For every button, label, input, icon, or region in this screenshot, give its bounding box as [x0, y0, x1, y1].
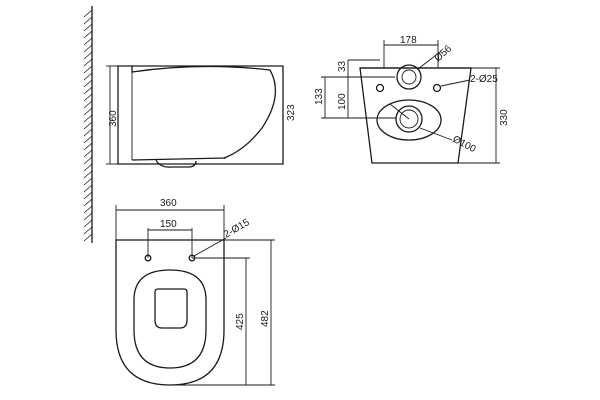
rear-view: 178 Ø56 2-Ø25 Ø100 33 133 100 330	[314, 35, 510, 164]
top-bolt-hole-left	[144, 254, 152, 262]
wall-hatch-line	[83, 44, 93, 53]
wall-hatch-line	[83, 65, 93, 74]
top-inner-depth-label: 425	[235, 313, 246, 330]
wall-hatch-line	[83, 9, 93, 18]
top-width-label: 360	[160, 198, 177, 209]
wall-hatch-line	[83, 170, 93, 179]
top-view-drain	[154, 288, 188, 329]
wall-hatch-line	[83, 212, 93, 221]
wall-hatch-line	[83, 23, 93, 32]
rear-width-label: 178	[400, 35, 417, 46]
wall-hatch-line	[83, 142, 93, 151]
wall-hatch-line	[83, 163, 93, 172]
rear-upper-offset-label: 33	[337, 60, 348, 72]
wall-hatch-line	[83, 30, 93, 39]
wall-hatch-line	[83, 135, 93, 144]
rear-top-hole	[396, 64, 422, 90]
wall	[83, 6, 93, 243]
wall-hatch-line	[83, 100, 93, 109]
wall-hatch-line	[83, 72, 93, 81]
wall-hatch-line	[83, 156, 93, 165]
wall-hatch-line	[83, 86, 93, 95]
side-view: 360 323	[106, 65, 297, 168]
wall-hatch-line	[83, 51, 93, 60]
top-view-outline	[115, 239, 225, 386]
top-view-bowl	[133, 269, 207, 369]
wall-hatch-line	[83, 177, 93, 186]
rear-outlet	[395, 105, 423, 133]
side-view-outlet	[155, 159, 197, 168]
rear-side-hole-left	[375, 83, 385, 93]
wall-hatch-line	[83, 149, 93, 158]
side-height-label: 360	[108, 110, 119, 127]
wall-hatching	[83, 9, 93, 242]
wall-hatch-line	[83, 107, 93, 116]
rear-total-offset-label: 133	[314, 88, 325, 105]
side-view-outline	[117, 65, 284, 165]
wall-hatch-line	[83, 16, 93, 25]
rear-side-holes-label: 2-Ø25	[470, 74, 498, 85]
top-total-depth-label: 482	[260, 310, 271, 327]
wall-hatch-line	[83, 205, 93, 214]
side-view-base	[131, 157, 227, 161]
wall-hatch-line	[83, 58, 93, 67]
top-view: 360 150 2-Ø15 425 482	[115, 198, 275, 386]
wall-hatch-line	[83, 226, 93, 235]
rear-height-label: 330	[499, 109, 510, 126]
rear-side-hole-right	[432, 83, 442, 93]
side-seat-height-label: 323	[286, 104, 297, 121]
wall-hatch-line	[83, 191, 93, 200]
wall-hatch-line	[83, 121, 93, 130]
wall-hatch-line	[83, 219, 93, 228]
wall-hatch-line	[83, 233, 93, 242]
rear-outlet-oval	[376, 99, 442, 141]
side-view-front-curve	[223, 69, 276, 159]
wall-hatch-line	[83, 93, 93, 102]
wall-hatch-line	[83, 128, 93, 137]
wall-hatch-line	[83, 37, 93, 46]
rear-outlet-label: Ø100	[451, 134, 478, 155]
rear-view-outline	[359, 67, 472, 164]
rear-top-hole-label: Ø56	[433, 43, 455, 64]
top-bolt-holes-label: 2-Ø15	[222, 217, 252, 241]
wall-hatch-line	[83, 184, 93, 193]
wall-hatch-line	[83, 198, 93, 207]
wall-hatch-line	[83, 79, 93, 88]
top-bolt-spacing-label: 150	[160, 219, 177, 230]
side-view-top-contour	[131, 65, 271, 73]
rear-lower-offset-label: 100	[337, 93, 348, 110]
wall-hatch-line	[83, 114, 93, 123]
